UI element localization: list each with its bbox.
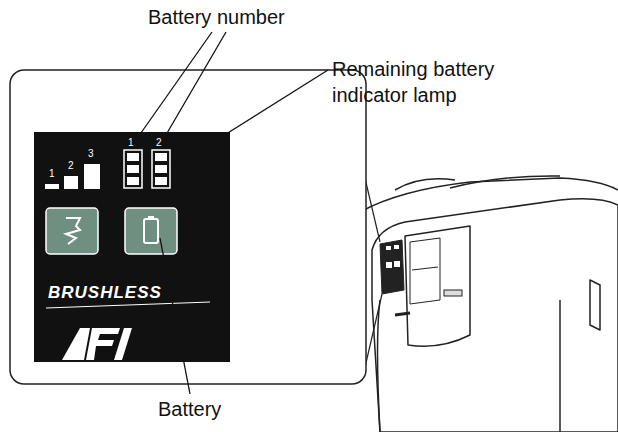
brand-text: BRUSHLESS — [48, 283, 162, 303]
lamp-segments — [127, 153, 167, 185]
callout-label: Battery number — [148, 6, 285, 29]
battery-button — [125, 208, 177, 254]
inset-frame — [10, 70, 366, 384]
speed-number: 1 — [49, 168, 55, 180]
battery-lamps — [124, 150, 170, 188]
panel-recess — [405, 226, 470, 346]
callout-label: Remaining battery indicator lamp — [332, 56, 542, 108]
battery-number: 2 — [156, 137, 162, 149]
tool-panel — [380, 238, 462, 315]
battery-number: 1 — [128, 137, 134, 149]
mode-button — [46, 208, 98, 254]
tool-housing — [372, 199, 618, 432]
top-edge — [360, 178, 618, 212]
speed-number: 3 — [88, 148, 94, 160]
top-detail — [395, 179, 455, 190]
callout-label: Battery — [158, 398, 221, 421]
logo — [46, 302, 210, 360]
leader-lines — [136, 32, 328, 394]
control-panel — [34, 132, 230, 362]
speed-number: 2 — [68, 160, 74, 172]
